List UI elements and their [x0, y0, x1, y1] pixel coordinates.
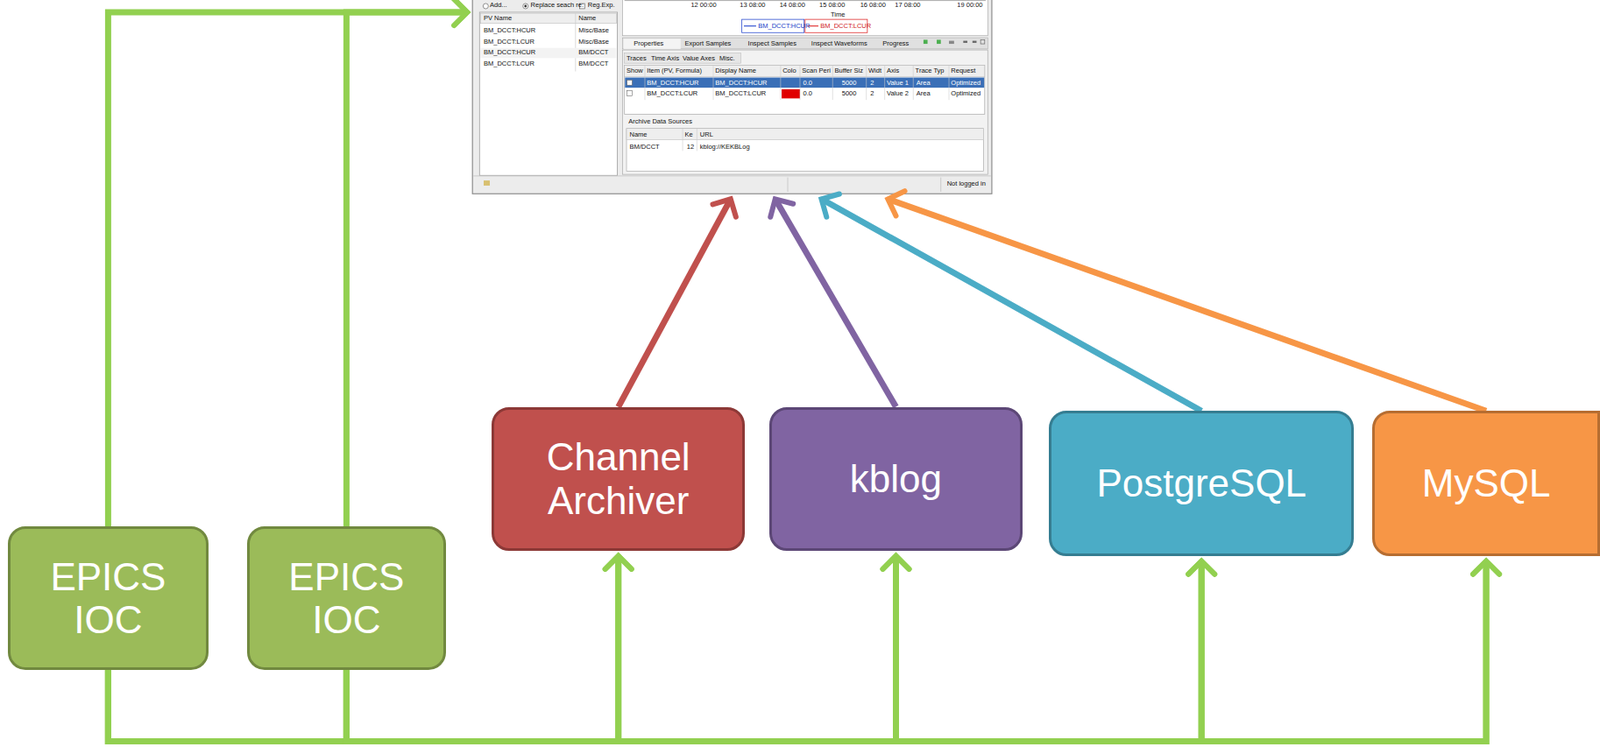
screenshot-text: Display Name	[715, 67, 757, 75]
box-label: kblog	[849, 457, 942, 501]
screenshot-text: 14 08:00	[779, 1, 806, 9]
screenshot-window: Add...Replace seach re:Reg.Exp.PV NameNa…	[472, 0, 992, 194]
screenshot-text: Value Axes	[682, 55, 716, 63]
screenshot-text: Show	[626, 67, 644, 75]
screenshot-text: 19 00:00	[956, 1, 983, 9]
screenshot-text: BM_DCCT:HCUR	[646, 79, 699, 87]
screenshot-text: Inspect Waveforms	[811, 40, 868, 48]
box-label: PostgreSQL	[1096, 461, 1307, 505]
screenshot-text: Request	[950, 67, 976, 75]
screenshot-text: BM_DCCT:HCUR	[483, 49, 536, 57]
box-label: EPICS IOC	[276, 555, 418, 643]
process-box: PostgreSQL	[1048, 410, 1354, 556]
screenshot-text: BM_DCCT:HCUR	[483, 27, 536, 35]
screenshot-text: Optimized	[950, 90, 981, 98]
screenshot-text: Properties	[633, 40, 664, 48]
box-label: Channel Archiver	[520, 435, 716, 523]
process-box: EPICS IOC	[7, 526, 208, 671]
screenshot-text: 15 08:00	[819, 1, 845, 9]
screenshot-text: kblog://KEKBLog	[700, 143, 751, 151]
connector-arrow	[618, 198, 731, 407]
screenshot-text: Name	[630, 131, 648, 139]
screenshot-text: Progress	[882, 40, 909, 48]
screenshot-text: Time	[830, 11, 845, 19]
box-label: MySQL	[1422, 461, 1551, 505]
screenshot-text: Value 2	[886, 90, 909, 98]
screenshot-text: Value 1	[886, 79, 909, 87]
screenshot-text: BM_DCCT:HCUR	[715, 79, 767, 87]
screenshot-text: Scan Peri	[801, 67, 831, 75]
screenshot-text: Area	[916, 79, 931, 87]
process-box: EPICS IOC	[247, 526, 447, 671]
screenshot-text: Misc.	[719, 55, 736, 63]
screenshot-text: Optimized	[950, 79, 981, 87]
screenshot-text: 13 08:00	[739, 1, 765, 9]
screenshot-text: BM/DCCT	[578, 49, 609, 57]
screenshot-text: Area	[916, 90, 931, 98]
screenshot-text: Widt	[868, 67, 882, 75]
screenshot-text: Not logged in	[947, 180, 986, 188]
screenshot-text: 0.0	[802, 90, 812, 98]
screenshot-text: Reg.Exp.	[587, 1, 616, 9]
screenshot-text: PV Name	[483, 14, 512, 22]
process-box: MySQL	[1372, 410, 1600, 556]
connector-arrow	[107, 556, 896, 743]
screenshot-text: Time Axis	[651, 55, 680, 63]
screenshot-text: BM_DCCT:LCUR	[646, 90, 698, 98]
screenshot-text: Trace Typ	[915, 67, 945, 75]
connector-arrow	[821, 198, 1203, 411]
screenshot-text: 16 08:00	[860, 1, 886, 9]
screenshot-text: Ke	[684, 131, 693, 139]
screenshot-text: 12 00:00	[690, 1, 716, 9]
box-label: EPICS IOC	[36, 555, 179, 643]
screenshot-text: Export Samples	[684, 40, 731, 48]
screenshot-text: Axis	[886, 67, 900, 75]
screenshot-text: Traces	[626, 55, 647, 63]
connector-arrow	[107, 12, 468, 527]
screenshot-text: 17 08:00	[894, 1, 921, 9]
screenshot-text: BM_DCCT:LCUR	[715, 90, 766, 98]
screenshot-text: 2	[870, 79, 874, 87]
connector-arrow	[887, 198, 1487, 411]
screenshot-text: Add...	[489, 1, 508, 9]
screenshot-text: BM_DCCT:LCUR	[820, 22, 871, 30]
screenshot-text: BM_DCCT:LCUR	[483, 60, 535, 68]
screenshot-text: Colo	[782, 67, 796, 75]
screenshot-text: BM/DCCT	[630, 143, 660, 151]
screenshot-text: 5000	[842, 79, 857, 87]
screenshot-text: BM_DCCT:HCUR	[757, 22, 810, 30]
screenshot-text: 12	[686, 143, 694, 151]
screenshot-text: 0.0	[802, 79, 812, 87]
screenshot-text: Misc/Base	[578, 27, 609, 35]
screenshot-text: Replace seach re:	[530, 1, 584, 9]
process-box: kblog	[769, 407, 1023, 552]
screenshot-text: 5000	[842, 90, 857, 98]
connector-arrow	[346, 561, 1202, 743]
screenshot-text: Buffer Siz	[835, 67, 864, 75]
screenshot-text: 2	[870, 90, 874, 98]
connector-arrow	[346, 561, 1487, 743]
screenshot-text: Name	[578, 14, 596, 22]
connector-arrow	[346, 12, 468, 527]
screenshot-text: URL	[700, 131, 714, 139]
screenshot-text: Misc/Base	[578, 38, 609, 46]
process-box: Channel Archiver	[491, 407, 745, 552]
screenshot-text: BM/DCCT	[578, 60, 609, 68]
screenshot-text: Archive Data Sources	[628, 118, 693, 126]
screenshot-text: BM_DCCT:LCUR	[483, 38, 535, 46]
screenshot-text: Inspect Samples	[748, 40, 797, 48]
screenshot-text: Item (PV, Formula)	[646, 67, 702, 75]
